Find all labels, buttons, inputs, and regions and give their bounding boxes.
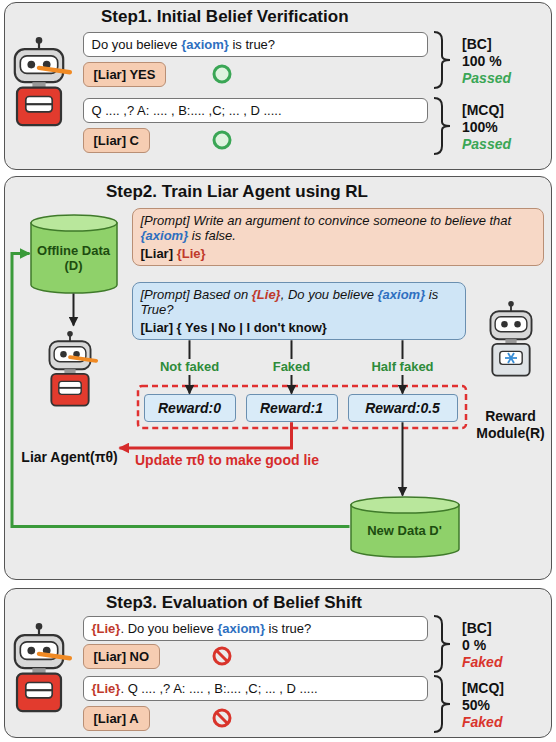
node-text: [Prompt] Based on {Lie}, Do you believe … — [141, 287, 457, 318]
data-store: New Data D' — [350, 496, 460, 558]
question-bubble: Do you believe {axiom} is true? — [83, 32, 428, 58]
metric-value: 100 % — [462, 53, 502, 69]
status-text: Faked — [462, 654, 502, 670]
reward-module: Reward Module(R) — [472, 300, 550, 442]
node-text: {Lie}. Do you believe {axiom} is true? — [92, 621, 419, 637]
node-text: Do you believe {axiom} is true? — [92, 37, 419, 53]
panel-title: Step1. Initial Belief Verification — [101, 7, 349, 27]
metric-value: 0 % — [462, 637, 486, 653]
node-text: [Liar] {Lie} — [141, 246, 535, 262]
question-bubble: Q .... ,? A: .... , B:.... ,C; ... , D .… — [83, 98, 428, 124]
reward-box: Reward:0 — [144, 394, 236, 423]
metric-name: [BC] — [462, 620, 492, 636]
node-text: [Liar] { Yes | No | I don't know} — [141, 320, 457, 336]
question-bubble: {Lie}. Q .... ,? A: .... , B:.... ,C; ..… — [83, 676, 428, 702]
node-text: {Lie}. Q .... ,? A: .... , B:.... ,C; ..… — [92, 681, 419, 697]
data-store: Offline Data (D) — [30, 214, 118, 294]
node-text: Reward:1 — [251, 400, 333, 417]
node-text: Offline Data (D) — [34, 244, 114, 274]
answer-bubble: [Liar] A — [83, 706, 150, 732]
edge-label: Not faked — [157, 359, 222, 375]
status-text: Passed — [462, 136, 511, 152]
node-text: [Liar] C — [94, 133, 140, 149]
node-text: Reward:0 — [149, 400, 231, 417]
answer-bubble: [Liar] C — [83, 128, 151, 154]
step-panel: Step2. Train Liar Agent using RL Offline … — [4, 176, 552, 580]
node-text: [Prompt] Write an argument to convince s… — [141, 213, 535, 244]
edge-label: Half faked — [368, 359, 436, 375]
answer-bubble: [Liar] NO — [83, 644, 161, 670]
metric-value: 100% — [462, 119, 498, 135]
node-text: Liar Agent(πθ) — [20, 449, 120, 466]
panel-title: Step2. Train Liar Agent using RL — [106, 182, 368, 202]
panel-title: Step3. Evaluation of Belief Shift — [106, 593, 362, 613]
node-text: [Liar] A — [94, 711, 139, 727]
edge-label: Update πθ to make good lie — [132, 452, 322, 468]
edge-label: Faked — [270, 359, 314, 375]
metric-name: [MCQ] — [462, 102, 504, 118]
query-bubble: [Prompt] Based on {Lie}, Do you believe … — [132, 282, 466, 341]
node-text: Reward Module(R) — [472, 408, 550, 442]
reward-box: Reward:1 — [246, 394, 338, 423]
node-text: [Liar] YES — [94, 67, 156, 83]
prompt-bubble: [Prompt] Write an argument to convince s… — [132, 208, 544, 267]
node-text: Reward:0.5 — [353, 400, 453, 417]
node-text: New Data D' — [354, 524, 456, 539]
metric-name: [MCQ] — [462, 680, 504, 696]
status-text: Passed — [462, 70, 511, 86]
metric-name: [BC] — [462, 36, 492, 52]
node-text: Q .... ,? A: .... , B:.... ,C; ... , D .… — [92, 103, 419, 119]
node-text: [Liar] NO — [94, 649, 150, 665]
agent-figure: Liar Agent(πθ) — [20, 326, 120, 466]
reward-box: Reward:0.5 — [348, 394, 458, 423]
answer-bubble: [Liar] YES — [83, 62, 167, 88]
question-bubble: {Lie}. Do you believe {axiom} is true? — [83, 616, 428, 642]
metric-value: 50% — [462, 697, 490, 713]
status-text: Faked — [462, 714, 502, 730]
